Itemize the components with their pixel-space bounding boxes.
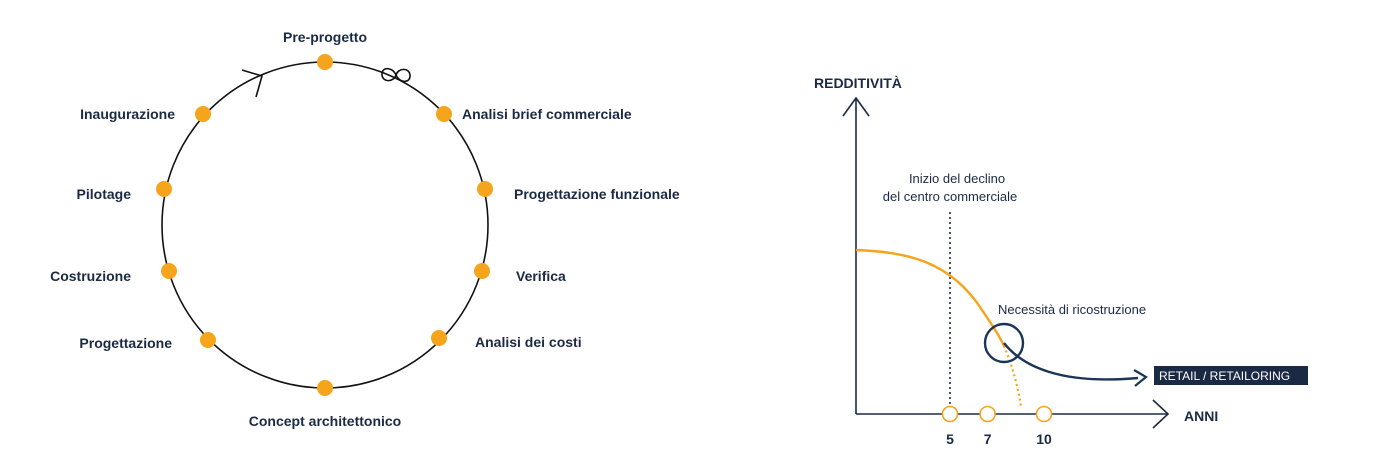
cycle-node bbox=[156, 181, 172, 197]
profitability-chart: REDDITIVITÀ ANNI Inizio del declino del … bbox=[814, 75, 1308, 447]
x-tick-marker bbox=[941, 405, 959, 423]
decline-note-line1: Inizio del declino bbox=[909, 171, 1005, 186]
cycle-node bbox=[161, 263, 177, 279]
cycle-stage-label: Verifica bbox=[516, 268, 566, 284]
cycle-node bbox=[431, 330, 447, 346]
cycle-node bbox=[474, 263, 490, 279]
x-axis-title: ANNI bbox=[1184, 408, 1218, 424]
arrow-clockwise-icon bbox=[241, 69, 263, 98]
retailing-curve-arrowhead bbox=[1133, 369, 1148, 387]
cycle-node bbox=[195, 106, 211, 122]
cycle-stage-label: Concept architettonico bbox=[249, 413, 401, 429]
profitability-curve bbox=[855, 248, 1006, 347]
cycle-stage-label: Progettazione bbox=[79, 335, 172, 351]
x-tick-label: 5 bbox=[946, 431, 954, 447]
profitability-curve-projection bbox=[1002, 345, 1023, 408]
cycle-node bbox=[200, 332, 216, 348]
cycle-stage-label: Pilotage bbox=[77, 186, 132, 202]
cycle-stage-label: Pre-progetto bbox=[283, 29, 367, 45]
cycle-stage-label: Progettazione funzionale bbox=[514, 186, 680, 202]
infinity-icon bbox=[381, 67, 411, 83]
cycle-node bbox=[317, 54, 333, 70]
cycle-node bbox=[317, 380, 333, 396]
x-tick-marker bbox=[1035, 405, 1053, 423]
rebuild-note: Necessità di ricostruzione bbox=[998, 302, 1146, 317]
decline-note-line2: del centro commerciale bbox=[883, 189, 1017, 204]
cycle-stage-label: Analisi dei costi bbox=[475, 334, 582, 350]
y-axis-arrow bbox=[842, 96, 870, 117]
cycle-stage-label: Costruzione bbox=[50, 268, 131, 284]
retail-tag-box bbox=[1154, 366, 1308, 385]
x-tick-label: 10 bbox=[1036, 431, 1052, 447]
cycle-stage-label: Analisi brief commerciale bbox=[462, 106, 632, 122]
retail-tag-label: RETAIL / RETAILORING bbox=[1159, 369, 1290, 383]
retailing-curve bbox=[1003, 342, 1139, 381]
x-axis-arrow bbox=[1152, 399, 1170, 429]
rebuild-highlight-circle bbox=[983, 322, 1025, 364]
x-ticks: 5 7 10 bbox=[941, 405, 1053, 447]
cycle-node bbox=[436, 106, 452, 122]
x-tick-label: 7 bbox=[984, 431, 992, 447]
cycle-node bbox=[477, 181, 493, 197]
y-axis-title: REDDITIVITÀ bbox=[814, 75, 902, 91]
x-tick-marker bbox=[979, 405, 996, 423]
cycle-stage-label: Inaugurazione bbox=[80, 106, 175, 122]
